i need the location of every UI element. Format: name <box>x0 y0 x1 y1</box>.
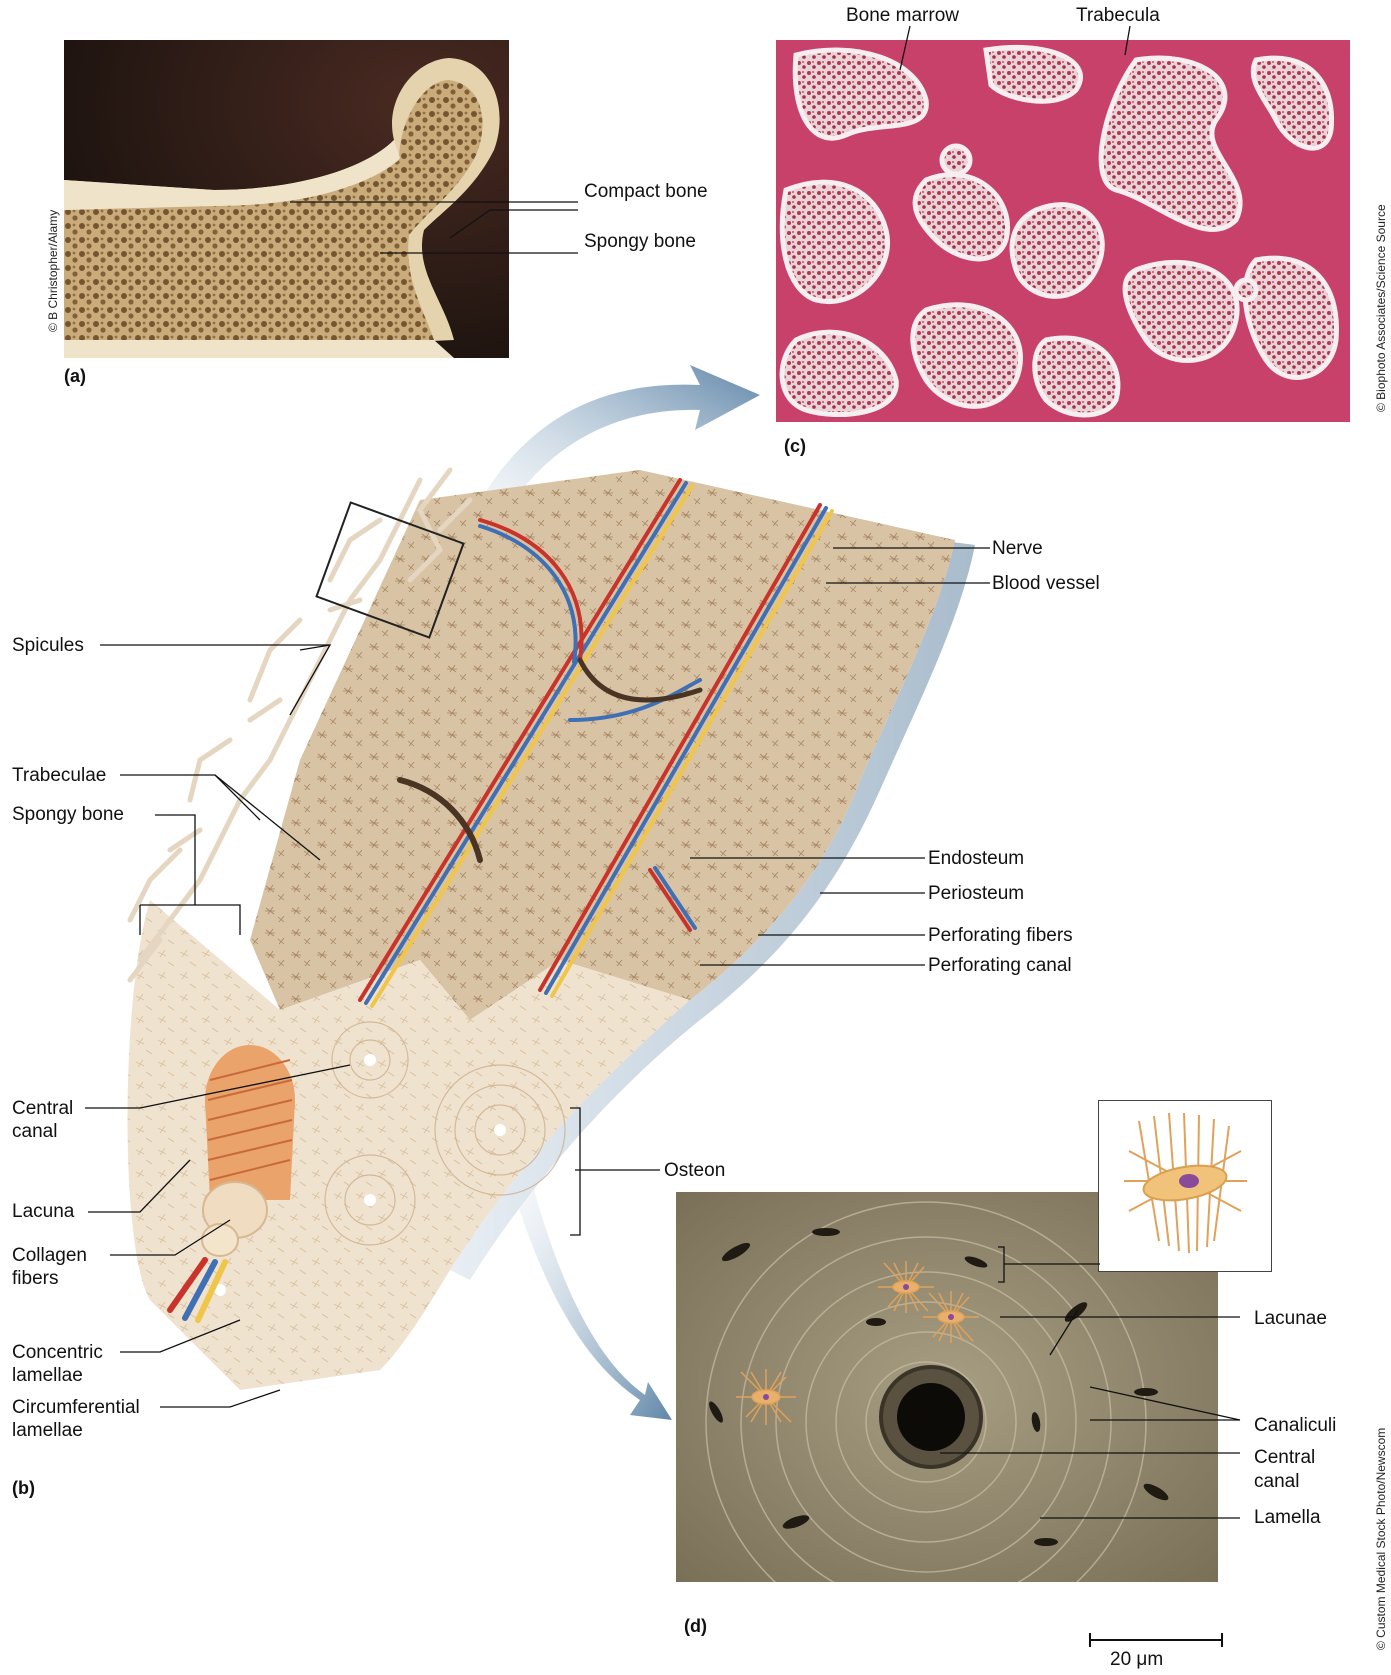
label-circumferential-1: Circumferential <box>12 1396 140 1419</box>
label-concentric-1: Concentric <box>12 1341 103 1364</box>
label-endosteum: Endosteum <box>928 847 1024 870</box>
label-blood-vessel: Blood vessel <box>992 572 1100 595</box>
label-perforating-fibers: Perforating fibers <box>928 924 1073 947</box>
label-central-canal-b-2: canal <box>12 1120 57 1143</box>
label-periosteum: Periosteum <box>928 882 1024 905</box>
label-osteon: Osteon <box>664 1159 725 1182</box>
label-collagen-2: fibers <box>12 1267 58 1290</box>
arrow-to-panel-d <box>510 1175 672 1420</box>
label-central-canal-b-1: Central <box>12 1097 73 1120</box>
label-nerve: Nerve <box>992 537 1043 560</box>
label-spicules: Spicules <box>12 634 84 657</box>
panel-b-letter: (b) <box>12 1478 35 1499</box>
label-trabeculae: Trabeculae <box>12 764 106 787</box>
label-concentric-2: lamellae <box>12 1364 83 1387</box>
label-collagen-1: Collagen <box>12 1244 87 1267</box>
label-circumferential-2: lamellae <box>12 1419 83 1442</box>
label-perforating-canal: Perforating canal <box>928 954 1072 977</box>
compact-bone-surface <box>250 470 955 1020</box>
label-lacuna: Lacuna <box>12 1200 74 1223</box>
label-spongy-bone-b: Spongy bone <box>12 803 124 826</box>
